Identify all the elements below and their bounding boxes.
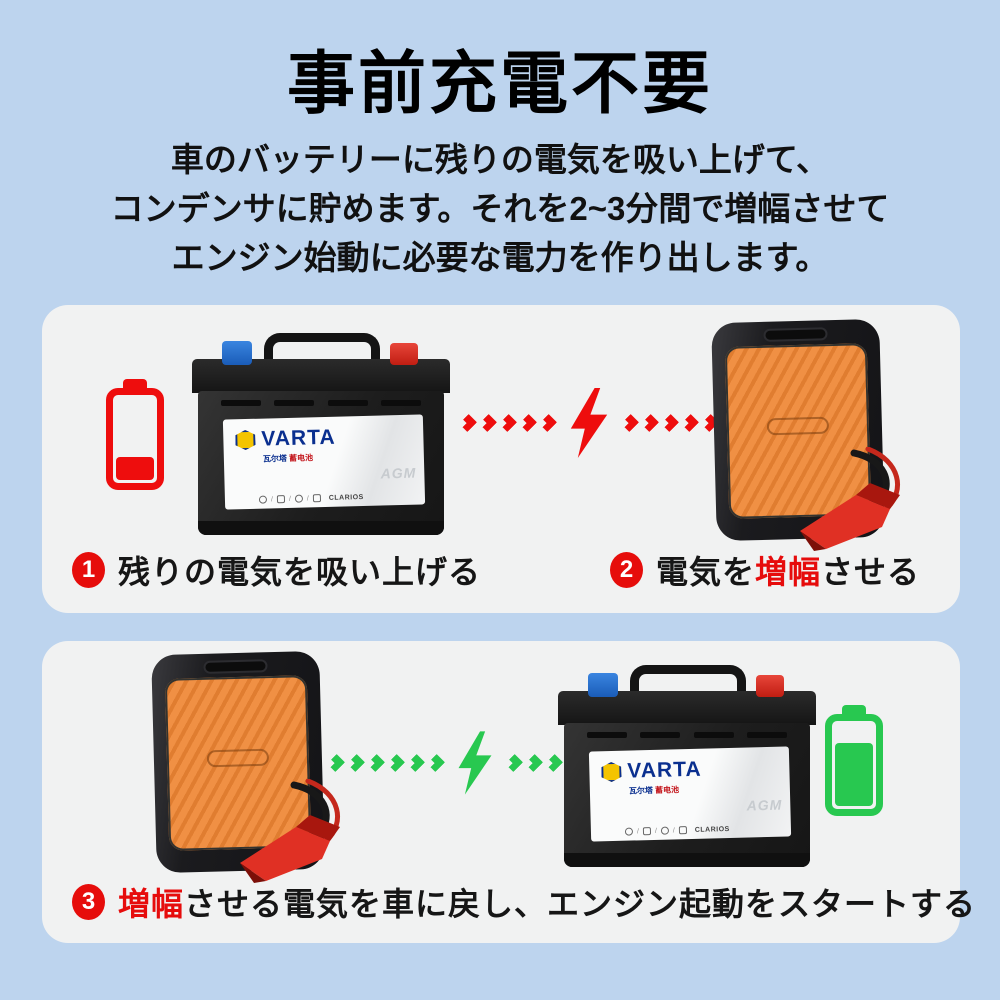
varta-logo-icon	[235, 430, 256, 451]
step-3-row: 3 増幅させる電気を車に戻し、エンジン起動をスタートする	[72, 879, 976, 925]
process-card-1: VARTA 瓦尔塔 蓄电池 AGM / / / CLARIOS	[42, 305, 960, 613]
varta-sub-brand: 瓦尔塔 蓄电池	[628, 785, 680, 796]
battery-body: VARTA 瓦尔塔 蓄电池 AGM / / / CLARIOS	[564, 723, 810, 867]
energy-flow-red	[458, 381, 720, 465]
starter-logo	[206, 748, 270, 768]
chevron-arrows-icon	[620, 413, 720, 433]
process-card-2: VARTA 瓦尔塔 蓄电池 AGM / / / CLARIOS 3 増幅させる電…	[42, 641, 975, 943]
battery-low-icon	[106, 379, 164, 490]
varta-label: VARTA 瓦尔塔 蓄电池 AGM / / / CLARIOS	[588, 746, 792, 842]
step-3-label: 増幅させる電気を車に戻し、エンジン起動をスタートする	[118, 886, 977, 922]
battery-handle	[264, 333, 380, 369]
battery-full-icon	[825, 705, 883, 816]
energy-flow-green	[326, 721, 624, 805]
positive-terminal	[756, 675, 784, 697]
description-line-2: コンデンサに貯めます。それを2~3分間で増幅させて	[110, 190, 890, 227]
jumper-clamp-icon	[240, 779, 341, 883]
jump-starter-image	[151, 650, 341, 883]
jump-starter-image	[711, 318, 901, 551]
header: 事前充電不要 車のバッテリーに残りの電気を吸い上げて、 コンデンサに貯めます。そ…	[0, 0, 1000, 282]
page-title: 事前充電不要	[286, 46, 713, 122]
chevron-arrows-icon	[458, 413, 558, 433]
varta-sub-brand: 瓦尔塔 蓄电池	[262, 453, 314, 464]
car-battery-image: VARTA 瓦尔塔 蓄电池 AGM / / / CLARIOS	[558, 665, 816, 867]
positive-terminal	[390, 343, 418, 365]
step-3-badge: 3	[72, 884, 105, 920]
agm-mark: AGM	[746, 796, 783, 814]
negative-terminal	[222, 341, 252, 365]
starter-logo	[766, 416, 830, 436]
description-line-1: 車のバッテリーに残りの電気を吸い上げて、	[170, 141, 830, 178]
clarios-text: CLARIOS	[694, 825, 730, 834]
step-2-badge: 2	[610, 552, 643, 588]
step-1-badge: 1	[72, 552, 105, 588]
varta-brand: VARTA	[627, 757, 702, 783]
agm-mark: AGM	[380, 464, 417, 482]
negative-terminal	[588, 673, 618, 697]
varta-brand: VARTA	[261, 425, 336, 451]
description-line-3: エンジン始動に必要な電力を作り出します。	[171, 239, 829, 276]
varta-logo-icon	[601, 762, 622, 783]
certification-icons: / / / CLARIOS	[258, 492, 417, 504]
car-battery-image: VARTA 瓦尔塔 蓄电池 AGM / / / CLARIOS	[192, 333, 450, 535]
step-2-row: 2 電気を増幅させる	[610, 547, 920, 593]
certification-icons: / / / CLARIOS	[624, 824, 783, 836]
clarios-text: CLARIOS	[328, 493, 364, 502]
step-1-row: 1 残りの電気を吸い上げる	[72, 547, 481, 593]
chevron-arrows-icon	[326, 753, 446, 773]
starter-light-icon	[763, 327, 828, 342]
starter-light-icon	[203, 659, 268, 674]
battery-body: VARTA 瓦尔塔 蓄电池 AGM / / / CLARIOS	[198, 391, 444, 535]
varta-label: VARTA 瓦尔塔 蓄电池 AGM / / / CLARIOS	[222, 414, 426, 510]
lightning-icon	[570, 388, 608, 458]
step-1-label: 残りの電気を吸い上げる	[118, 554, 482, 590]
step-2-label: 電気を増幅させる	[656, 554, 921, 590]
jumper-clamp-icon	[800, 447, 901, 551]
battery-handle	[630, 665, 746, 701]
lightning-icon	[458, 731, 492, 795]
description: 車のバッテリーに残りの電気を吸い上げて、 コンデンサに貯めます。それを2~3分間…	[0, 135, 1000, 282]
